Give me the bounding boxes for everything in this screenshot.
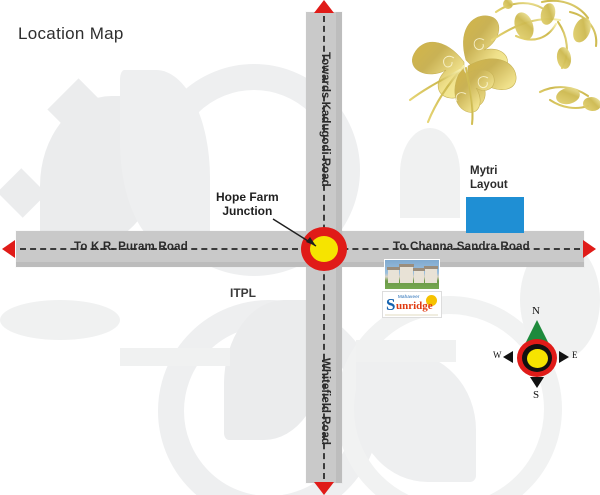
logo-prefix-text: Mahaveer <box>398 294 420 299</box>
floral-ornament-icon <box>408 0 600 126</box>
mytri-layout-block <box>466 197 524 233</box>
compass-label-west: W <box>493 350 502 360</box>
watermark-ring <box>158 300 380 495</box>
junction-core <box>310 236 338 262</box>
arrow-left-icon <box>2 240 15 258</box>
junction-callout-line2: Junction <box>222 204 273 218</box>
junction-callout-line1: Hope Farm <box>216 190 279 204</box>
watermark-blob <box>0 300 120 340</box>
arrow-down-icon <box>314 482 334 495</box>
road-label-whitefield: Whitefield Road <box>319 358 331 445</box>
watermark-blob <box>400 128 460 218</box>
junction-callout: Hope Farm Junction <box>216 190 279 218</box>
compass-core <box>526 348 548 368</box>
page-title: Location Map <box>18 24 124 43</box>
watermark-leaf <box>120 70 210 250</box>
compass-east-arrow-icon <box>559 351 569 363</box>
road-horizontal-shadow <box>16 262 584 267</box>
compass-label-north: N <box>532 305 540 317</box>
watermark-blob <box>356 340 456 362</box>
project-photo <box>384 259 440 290</box>
sun-icon <box>426 295 437 306</box>
road-label-kr-puram: To K.R. Puram Road <box>74 241 188 253</box>
watermark-leaf <box>356 352 476 482</box>
logo-underbar <box>385 314 438 316</box>
landmark-label-itpl: ITPL <box>230 286 256 300</box>
compass-inner-ring <box>522 344 552 372</box>
project-logo-sunridge: Mahaveer S unridge <box>382 291 442 318</box>
compass-south-arrow-icon <box>530 377 544 388</box>
landmark-label-mytri-layout: Mytri Layout <box>470 164 508 192</box>
compass-rose: N S W E <box>493 305 581 405</box>
compass-label-south: S <box>533 389 540 401</box>
watermark-diamond <box>0 168 47 218</box>
logo-word-text: unridge <box>396 300 433 312</box>
compass-west-arrow-icon <box>503 351 513 363</box>
road-label-channa-sandra: To Channa Sandra Road <box>393 241 530 253</box>
watermark-blob <box>120 348 230 366</box>
road-label-kadugodi: Towards Kadugodi Road <box>319 52 331 187</box>
watermark-diamond <box>47 78 103 134</box>
logo-initial-letter: S <box>386 295 396 314</box>
hope-farm-junction-marker[interactable] <box>301 227 347 271</box>
mytri-label-line1: Mytri <box>470 165 498 177</box>
road-centerline-horizontal <box>20 248 580 250</box>
mytri-label-line2: Layout <box>470 179 508 191</box>
compass-label-east: E <box>572 350 578 360</box>
compass-ring <box>517 339 557 377</box>
watermark-leaf <box>40 96 160 246</box>
compass-north-arrow-icon <box>526 320 548 342</box>
